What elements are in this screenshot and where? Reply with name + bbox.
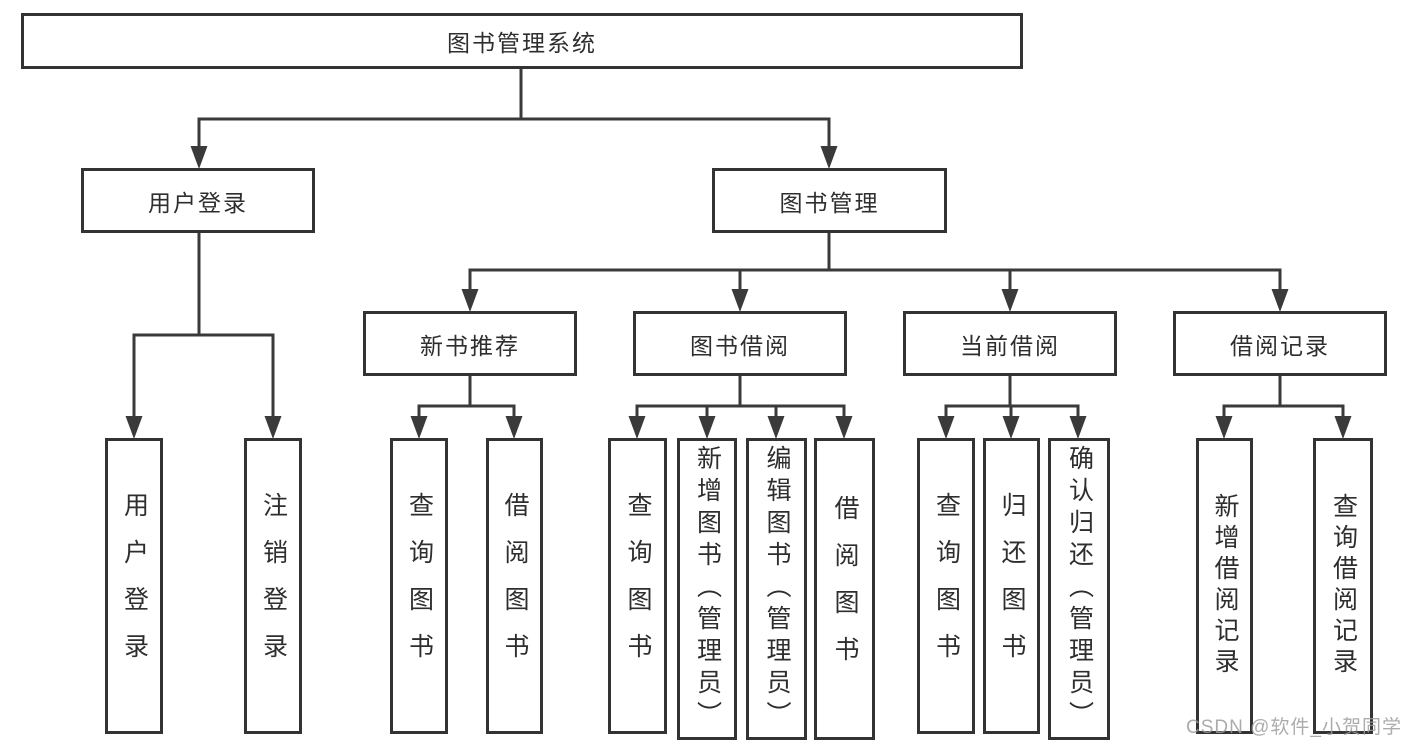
arrowhead-down-icon — [628, 416, 646, 439]
connector-segment — [132, 233, 275, 423]
leaf-nb-query-book-label: 查询图书 — [405, 492, 434, 680]
node-current-borrow: 当前借阅 — [903, 311, 1117, 376]
node-borrow-record-label: 借阅记录 — [1230, 332, 1330, 359]
leaf-br-query-record-label: 查询借阅记录 — [1329, 493, 1358, 679]
node-borrow-record: 借阅记录 — [1173, 311, 1387, 376]
node-current-borrow-label: 当前借阅 — [960, 332, 1060, 359]
node-book-management: 图书管理 — [712, 168, 947, 233]
leaf-bb-add-book-admin-label: 新增图书（管理员） — [693, 445, 722, 733]
arrowhead-down-icon — [190, 146, 208, 169]
leaf-br-add-record-label: 新增借阅记录 — [1211, 493, 1239, 679]
leaf-cb-return-book-label: 归还图书 — [998, 492, 1026, 680]
leaf-bb-borrow-book: 借阅图书 — [814, 438, 875, 740]
arrowhead-down-icon — [820, 146, 838, 169]
arrowhead-down-icon — [731, 289, 749, 312]
node-book-management-label: 图书管理 — [779, 189, 880, 216]
connector-segment — [1222, 376, 1345, 423]
connector-segment — [944, 376, 1080, 423]
arrowhead-down-icon — [505, 416, 523, 439]
leaf-bb-query-book: 查询图书 — [608, 438, 667, 734]
leaf-bb-borrow-book-label: 借阅图书 — [831, 495, 859, 683]
arrowhead-down-icon — [1215, 416, 1233, 439]
leaf-cb-confirm-return-admin-label: 确认归还（管理员） — [1065, 445, 1094, 733]
watermark: CSDN @软件_小贺同学 — [1186, 717, 1402, 738]
leaf-logout-label: 注销登录 — [259, 492, 288, 680]
connector-segment — [468, 233, 1282, 296]
leaf-user-login-label: 用户登录 — [120, 492, 149, 680]
node-new-book-recommend-label: 新书推荐 — [420, 332, 520, 359]
node-root: 图书管理系统 — [21, 13, 1023, 69]
leaf-bb-add-book-admin: 新增图书（管理员） — [677, 438, 737, 740]
connector-segment — [197, 68, 831, 153]
leaf-br-add-record: 新增借阅记录 — [1196, 438, 1253, 734]
node-user-login-label: 用户登录 — [148, 189, 248, 216]
leaf-nb-borrow-book-label: 借阅图书 — [501, 492, 529, 680]
arrowhead-down-icon — [1069, 416, 1087, 439]
leaf-user-login: 用户登录 — [105, 438, 163, 734]
arrowhead-down-icon — [698, 416, 716, 439]
leaf-br-query-record: 查询借阅记录 — [1313, 438, 1373, 734]
leaf-cb-query-book-label: 查询图书 — [932, 492, 961, 680]
leaf-cb-query-book: 查询图书 — [917, 438, 975, 734]
arrowhead-down-icon — [410, 416, 428, 439]
leaf-bb-query-book-label: 查询图书 — [624, 492, 652, 680]
node-book-borrow: 图书借阅 — [633, 311, 847, 376]
leaf-cb-confirm-return-admin: 确认归还（管理员） — [1048, 438, 1110, 740]
connector-segment — [635, 376, 846, 423]
arrowhead-down-icon — [125, 416, 143, 439]
arrowhead-down-icon — [1001, 289, 1019, 312]
node-root-label: 图书管理系统 — [447, 30, 597, 56]
node-user-login: 用户登录 — [81, 168, 315, 233]
leaf-bb-edit-book-admin-label: 编辑图书（管理员） — [763, 445, 791, 733]
arrowhead-down-icon — [767, 416, 785, 439]
connector-segment — [417, 376, 516, 423]
arrowhead-down-icon — [1271, 289, 1289, 312]
arrowhead-down-icon — [461, 289, 479, 312]
node-new-book-recommend: 新书推荐 — [363, 311, 577, 376]
arrowhead-down-icon — [937, 416, 955, 439]
leaf-cb-return-book: 归还图书 — [983, 438, 1040, 734]
leaf-bb-edit-book-admin: 编辑图书（管理员） — [746, 438, 807, 740]
leaf-logout: 注销登录 — [244, 438, 302, 734]
node-book-borrow-label: 图书借阅 — [690, 332, 790, 359]
arrowhead-down-icon — [1002, 416, 1020, 439]
leaf-nb-query-book: 查询图书 — [390, 438, 448, 734]
arrowhead-down-icon — [1334, 416, 1352, 439]
leaf-nb-borrow-book: 借阅图书 — [486, 438, 543, 734]
arrowhead-down-icon — [835, 416, 853, 439]
arrowhead-down-icon — [264, 416, 282, 439]
